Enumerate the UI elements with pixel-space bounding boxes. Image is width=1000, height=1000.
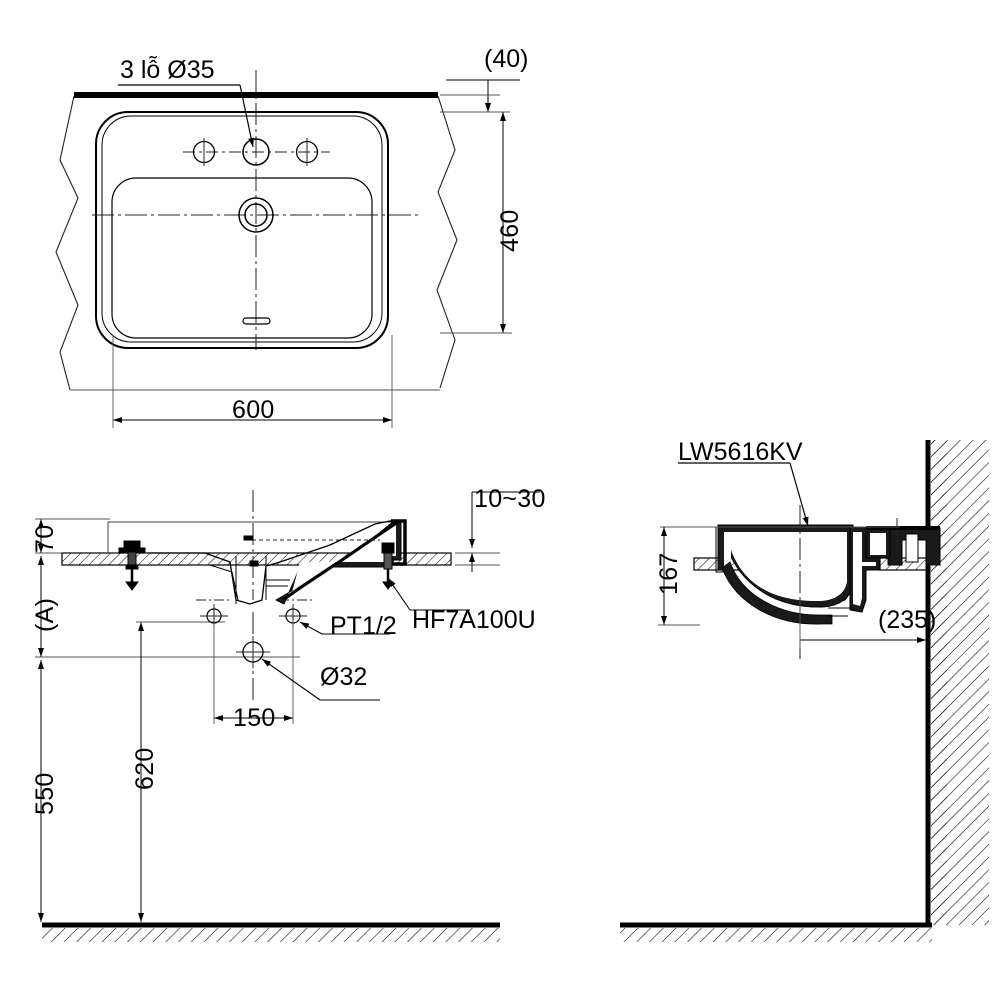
label-depth-40: (40) xyxy=(484,45,529,73)
label-dim-70: 70 xyxy=(31,524,59,553)
basin-bowl-outline xyxy=(111,177,373,339)
label-gap-10-30: 10~30 xyxy=(474,485,546,513)
label-dim-A: (A) xyxy=(31,597,59,632)
faucet-section xyxy=(118,540,146,591)
floor-hatch-right xyxy=(620,928,932,942)
drain-hole-inner xyxy=(244,203,268,227)
basin-section-profile xyxy=(150,519,396,605)
label-lw5616kv: LW5616KV xyxy=(678,438,803,466)
label-dim-600: 600 xyxy=(232,396,275,424)
label-dim-550: 550 xyxy=(31,772,59,815)
label-pt12: PT1/2 xyxy=(330,612,397,640)
basin-outer-rim-inner xyxy=(101,115,383,343)
left-break-line xyxy=(55,95,79,391)
label-dim-620: 620 xyxy=(131,747,159,790)
label-dia-32: Ø32 xyxy=(320,663,368,691)
label-dim-460: 460 xyxy=(496,209,524,252)
label-3-holes-dia35: 3 lỗ Ø35 xyxy=(120,56,215,84)
right-break-line xyxy=(436,95,458,389)
drain-fitting-hf7a100u xyxy=(381,542,395,590)
label-dim-235: (235) xyxy=(878,606,937,634)
drain-hole-outer xyxy=(238,197,274,233)
label-dim-167: 167 xyxy=(655,552,683,595)
floor-hatch-left xyxy=(42,928,500,942)
side-countertop-right xyxy=(879,557,929,571)
tap-hole-center xyxy=(242,138,270,166)
side-back-bracket xyxy=(887,527,941,566)
basin-outer-rim xyxy=(95,111,389,349)
overflow-slot xyxy=(242,317,271,325)
label-dim-150: 150 xyxy=(233,704,276,732)
label-hf7a100u: HF7A100U xyxy=(412,606,536,634)
